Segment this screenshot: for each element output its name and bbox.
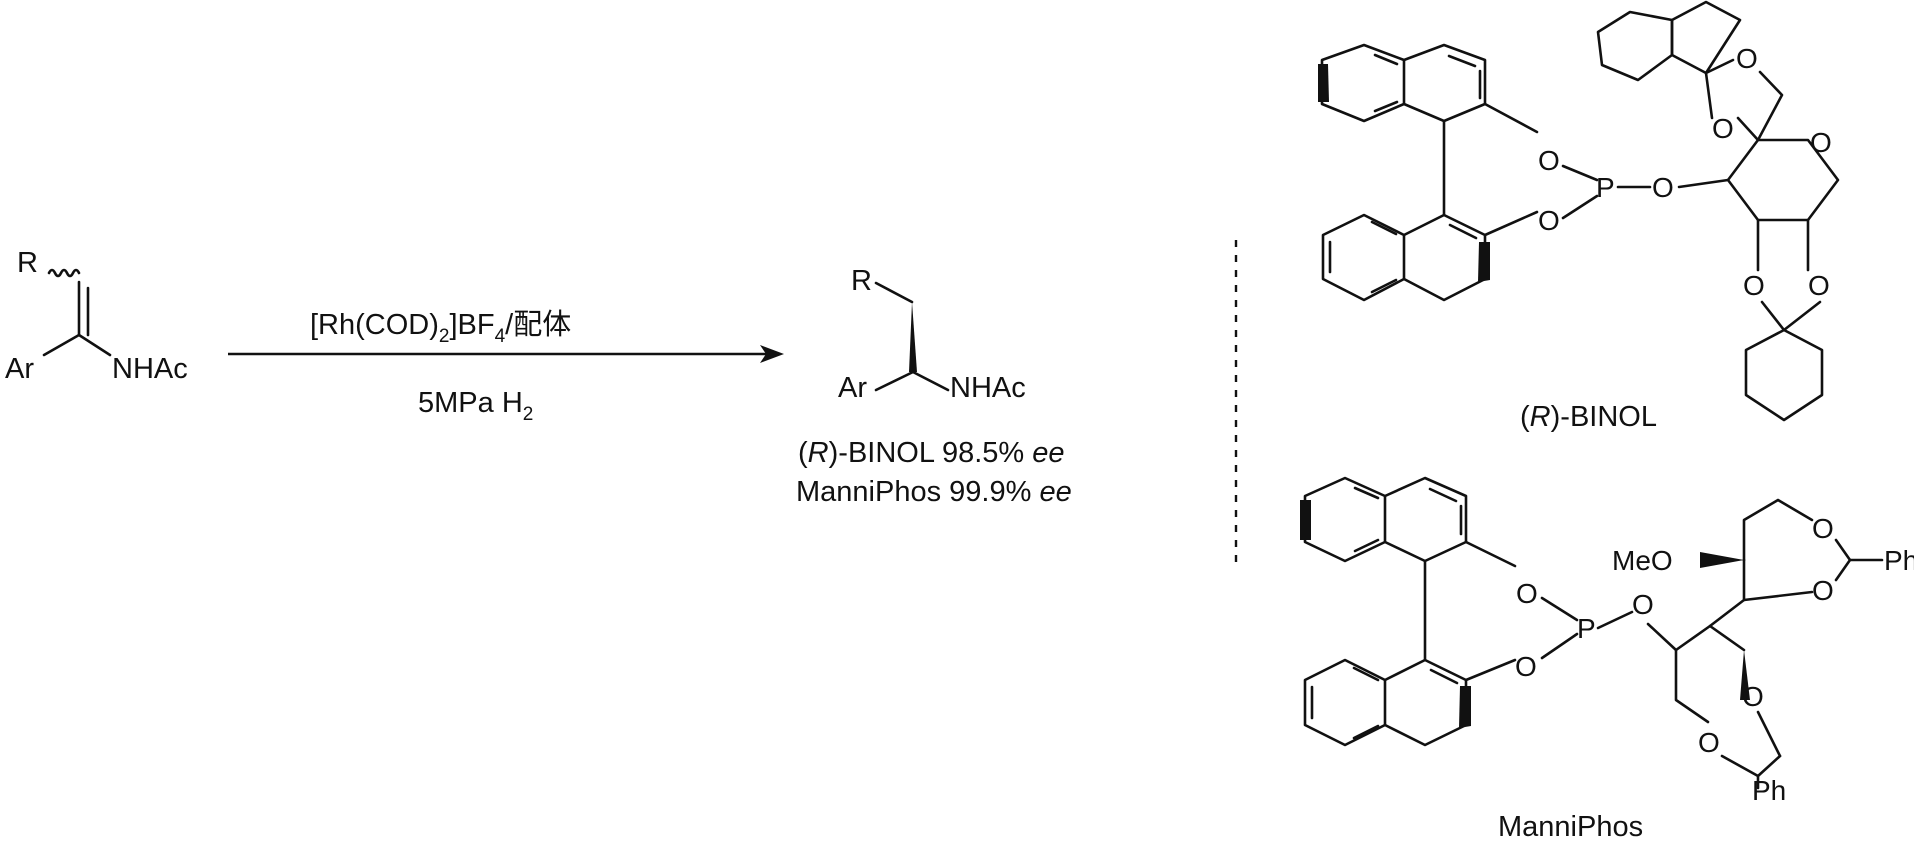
product-nhac-label: NHAc (950, 372, 1026, 404)
binol-cyclohexane-bottom (1744, 328, 1824, 422)
binol-c-o-bond-upper (1483, 102, 1539, 134)
binol-cyclohexane-top (1596, 10, 1674, 82)
manni-lower-dioxane-a (1674, 648, 1710, 724)
manni-lower-ring-a (1303, 658, 1387, 747)
manni-lower-ring-b (1383, 658, 1468, 747)
binol-cyclohexane-top-partial (1670, 0, 1742, 75)
binol-bottom-o2: O (1808, 270, 1830, 301)
bond-c-n (77, 333, 112, 357)
manni-meo-wedge (1700, 552, 1744, 568)
binol-o-sugar: O (1652, 172, 1674, 203)
substrate-r-label: R (17, 247, 38, 279)
binol-upper-bold-edge (1318, 64, 1329, 102)
reaction-arrow-group: [Rh(COD)2]BF4/配体 5MPa H2 (228, 308, 784, 425)
manni-p-atom: P (1577, 613, 1596, 644)
manni-p-o-bond (1596, 610, 1634, 630)
binol-p-atom: P (1596, 172, 1615, 203)
binol-dioxolane-ch2 (1756, 70, 1784, 142)
manni-upper-inner-bonds (1353, 486, 1463, 553)
manni-lower-wedge (1740, 650, 1750, 700)
binol-lower-ring-a (1321, 213, 1406, 302)
binol-upper-ring-b (1402, 43, 1487, 123)
substrate-nhac-label: NHAc (112, 353, 188, 385)
product-r-label: R (851, 265, 872, 297)
manniphos-ligand-name: ManniPhos (1498, 811, 1643, 841)
manni-upper-dioxane-acetal (1834, 538, 1852, 582)
binol-ring-o: O (1810, 127, 1832, 158)
manni-o-p-bonds (1540, 596, 1579, 660)
binol-o-p-bonds (1561, 164, 1599, 220)
binol-o-lower: O (1538, 205, 1560, 236)
result-binol: (R)-BINOL 98.5% ee (798, 437, 1065, 469)
manni-chain-c3c4 (1708, 558, 1746, 628)
binol-upper-inner-bonds (1373, 53, 1482, 113)
binol-upper-ring-a (1320, 43, 1406, 123)
binol-o-c-bond (1677, 178, 1730, 189)
substrate-enamide: R Ar NHAc (5, 247, 188, 385)
result-manniphos: ManniPhos 99.9% ee (796, 476, 1072, 508)
product-wedge-bond (909, 302, 917, 372)
manni-upper-ring-b (1383, 476, 1468, 563)
pressure-conditions: 5MPa H2 (418, 387, 533, 425)
manni-meo-label: MeO (1612, 545, 1673, 576)
manni-chain-c2c3 (1674, 624, 1746, 652)
wavy-bond (47, 268, 81, 278)
binol-lower-bold-edge (1478, 242, 1490, 282)
product-bond-ar (874, 370, 915, 392)
binol-o-upper: O (1538, 145, 1560, 176)
binol-bottom-o1: O (1743, 270, 1765, 301)
reaction-arrow-head (760, 345, 784, 363)
binol-lower-inner-bonds (1328, 220, 1478, 294)
binol-dioxolane-o2: O (1736, 43, 1758, 74)
binol-lower-ring-b (1402, 213, 1487, 302)
catalyst-conditions: [Rh(COD)2]BF4/配体 (310, 308, 571, 347)
manni-o-lower: O (1515, 651, 1537, 682)
manni-lower-dioxane-acetal (1720, 754, 1782, 778)
substrate-ar-label: Ar (5, 353, 34, 385)
binol-bond-spiro (1736, 116, 1760, 142)
manni-upper-ph: Ph (1884, 545, 1914, 576)
manni-o-c2-bond (1646, 622, 1678, 652)
manni-o-sugar: O (1632, 589, 1654, 620)
manni-lower-dioxane-close (1756, 710, 1782, 758)
manni-upper-dioxane-o1: O (1812, 513, 1834, 544)
manni-upper-bold-edge (1300, 500, 1311, 540)
product-amide: R Ar NHAc (838, 265, 1026, 404)
binol-ligand-name: (R)-BINOL (1520, 401, 1657, 433)
manni-upper-dioxane-close (1742, 590, 1814, 602)
product-bond-n (911, 370, 950, 392)
binol-bottom-dashed-bonds (1756, 218, 1810, 272)
manni-upper-dioxane-a (1742, 498, 1814, 562)
bond-c-ar (42, 333, 81, 357)
manni-lower-ph: Ph (1752, 775, 1786, 806)
ee-results: (R)-BINOL 98.5% ee ManniPhos 99.9% ee (796, 437, 1072, 508)
manni-lower-inner-bonds (1310, 666, 1459, 740)
manni-c-o-bonds (1464, 540, 1517, 682)
binol-dioxolane-o1: O (1712, 113, 1734, 144)
ligand-manniphos-structure: O O P O O O Ph MeO O O Ph (1300, 476, 1914, 806)
manni-o-upper: O (1516, 578, 1538, 609)
product-bond-r (874, 281, 914, 304)
binol-bottom-ketal (1760, 300, 1822, 332)
manni-upper-dioxane-o2: O (1812, 575, 1834, 606)
manni-lower-dioxane-o1: O (1698, 727, 1720, 758)
product-ar-label: Ar (838, 372, 867, 404)
ligand-binol-structure: O O P O O O O O O (1318, 0, 1840, 422)
binol-c-o-bond-lower (1483, 210, 1539, 237)
manni-lower-dioxane-o2: O (1742, 681, 1764, 712)
manni-lower-bold-edge (1459, 686, 1471, 728)
manni-upper-ring-a (1303, 476, 1387, 563)
